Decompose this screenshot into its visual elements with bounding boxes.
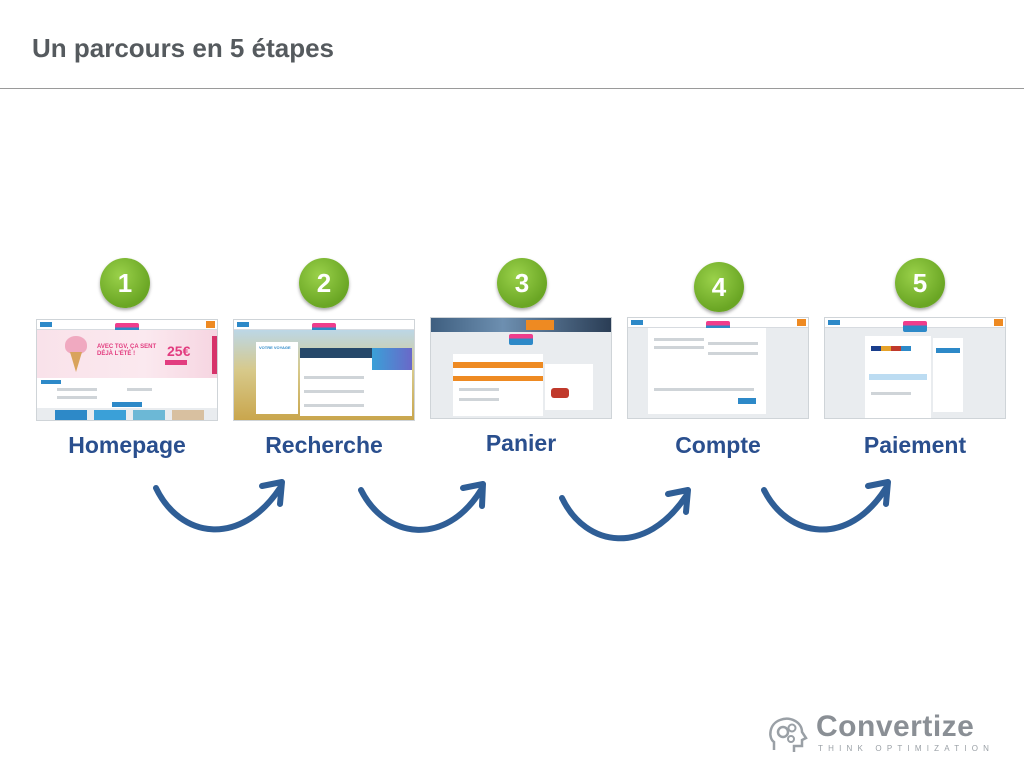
brand-tagline: THINK OPTIMIZATION xyxy=(818,744,995,753)
arrow-2-to-3 xyxy=(358,481,486,533)
brand-logo: Convertize THINK OPTIMIZATION xyxy=(766,710,996,758)
recherche-screenshot: VOTRE VOYAGE xyxy=(234,320,414,420)
site-logo xyxy=(706,321,730,332)
hero-banner: AVEC TGV, ÇA SENT DÉJÀ L'ÉTÉ ! 25€ xyxy=(37,330,217,378)
title-divider xyxy=(0,88,1024,89)
arrow-1-to-2 xyxy=(153,479,285,533)
step-3-badge: 3 xyxy=(497,258,547,308)
step-1-badge: 1 xyxy=(100,258,150,308)
promo-banner xyxy=(431,318,611,332)
arrow-4-to-5 xyxy=(761,479,891,533)
site-logo xyxy=(115,323,139,334)
journey-heading: VOTRE VOYAGE xyxy=(259,345,291,350)
car-icon xyxy=(551,388,569,398)
head-gears-icon xyxy=(769,717,808,752)
payment-form xyxy=(865,336,931,418)
journey-panel: VOTRE VOYAGE xyxy=(256,342,298,414)
brand-name: Convertize xyxy=(816,710,975,743)
site-logo xyxy=(312,323,336,334)
step-3-label: Panier xyxy=(485,430,557,456)
card-logos xyxy=(871,346,911,351)
step-1-label: Homepage xyxy=(68,432,186,458)
hero-headline: AVEC TGV, ÇA SENT DÉJÀ L'ÉTÉ ! xyxy=(97,344,157,357)
paiement-screenshot xyxy=(825,318,1005,418)
step-5-badge: 5 xyxy=(895,258,945,308)
cart-sidebar xyxy=(545,364,593,410)
homepage-screenshot: AVEC TGV, ÇA SENT DÉJÀ L'ÉTÉ ! 25€ xyxy=(37,320,217,420)
step-5-label: Paiement xyxy=(863,432,967,458)
cart-panel xyxy=(453,354,543,416)
step-4-label: Compte xyxy=(675,432,761,458)
search-form xyxy=(37,378,217,408)
hero-price: 25€ xyxy=(167,343,191,359)
step-2-label: Recherche xyxy=(265,432,383,458)
panier-screenshot xyxy=(431,318,611,418)
account-form xyxy=(648,328,766,414)
arrow-3-to-4 xyxy=(559,487,691,542)
results-panel xyxy=(300,348,412,416)
ice-cream-icon xyxy=(65,336,87,354)
step-2-badge: 2 xyxy=(299,258,349,308)
compte-screenshot xyxy=(628,318,808,418)
step-4-badge: 4 xyxy=(694,262,744,312)
slide-title: Un parcours en 5 étapes xyxy=(32,33,334,63)
payment-summary xyxy=(933,338,963,412)
site-logo xyxy=(903,321,927,332)
site-logo xyxy=(509,334,533,345)
